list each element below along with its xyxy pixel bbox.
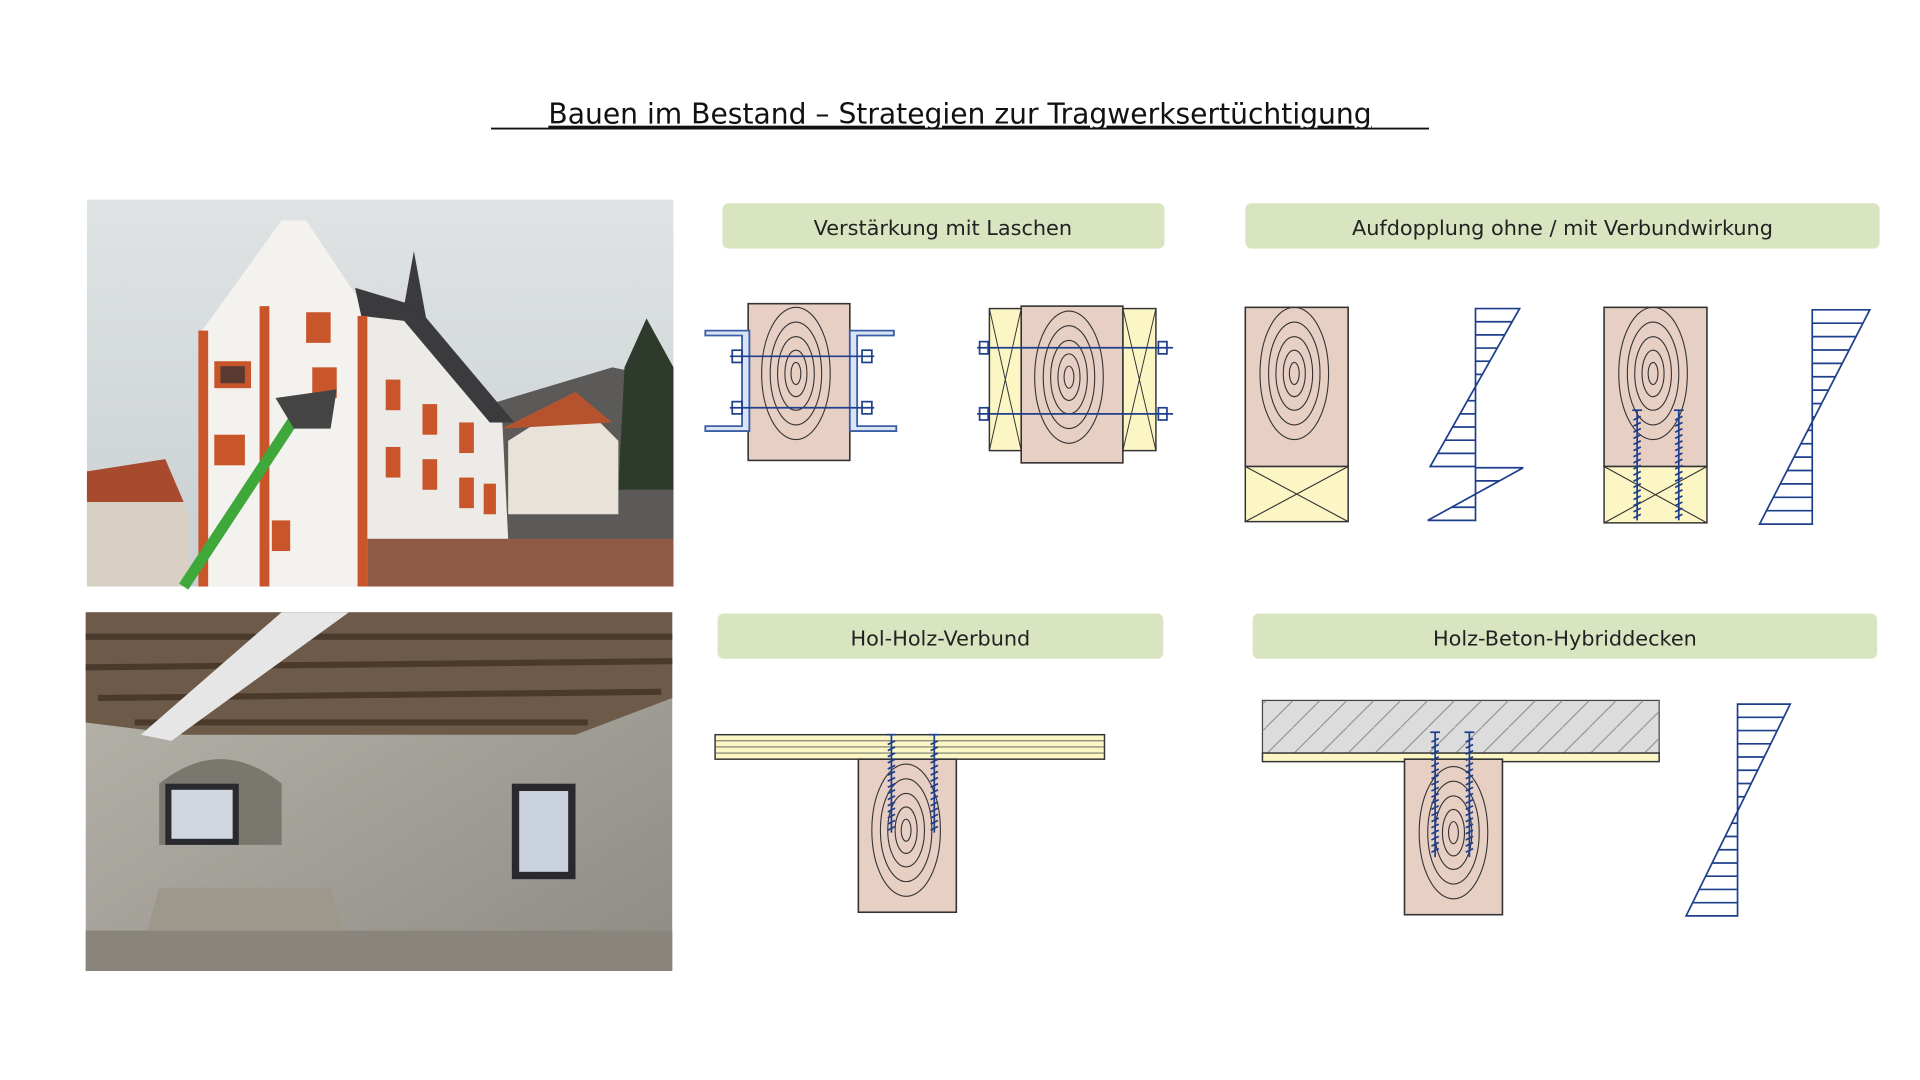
screw-fastener — [929, 733, 940, 833]
stress-diagram-with-composite — [1758, 308, 1872, 525]
section-label: Aufdopplung ohne / mit Verbundwirkung — [1352, 216, 1773, 240]
diagram-steel-channel-reinforcement — [704, 302, 898, 462]
screw-fastener — [1632, 409, 1643, 521]
diagram-timber-concrete-hybrid — [1261, 699, 1660, 916]
label-verstaerkung-laschen: Verstärkung mit Laschen — [722, 203, 1165, 249]
diagram-timber-timber-composite — [714, 733, 1106, 914]
screw-fastener — [1673, 409, 1684, 521]
wood-grain-rings — [1618, 306, 1688, 441]
photo-castle-exterior — [86, 199, 674, 590]
diagram-doubling-without-composite — [1244, 306, 1349, 523]
label-holz-beton-hybriddecken: Holz-Beton-Hybriddecken — [1252, 613, 1878, 659]
wood-grain-rings — [761, 306, 831, 441]
screw-fastener — [1430, 731, 1440, 858]
slide-title: Bauen im Bestand – Strategien zur Tragwe… — [548, 98, 1371, 131]
diagram-timber-plate-reinforcement — [977, 305, 1174, 464]
screw-fastener — [1464, 731, 1475, 858]
wood-grain-rings — [1259, 306, 1330, 441]
diagram-doubling-with-composite — [1603, 306, 1708, 524]
stress-diagram-without-composite — [1427, 307, 1524, 522]
wood-grain-rings — [1418, 765, 1489, 900]
section-label: Holz-Beton-Hybriddecken — [1433, 626, 1697, 650]
section-label: Hol-Holz-Verbund — [851, 626, 1031, 650]
stress-diagram-hybrid — [1684, 703, 1792, 917]
photo-interior-ceiling — [85, 612, 673, 972]
screw-fastener — [886, 733, 897, 833]
label-aufdopplung: Aufdopplung ohne / mit Verbundwirkung — [1245, 203, 1880, 249]
label-holz-holz-verbund: Hol-Holz-Verbund — [717, 613, 1164, 659]
section-label: Verstärkung mit Laschen — [814, 216, 1072, 240]
